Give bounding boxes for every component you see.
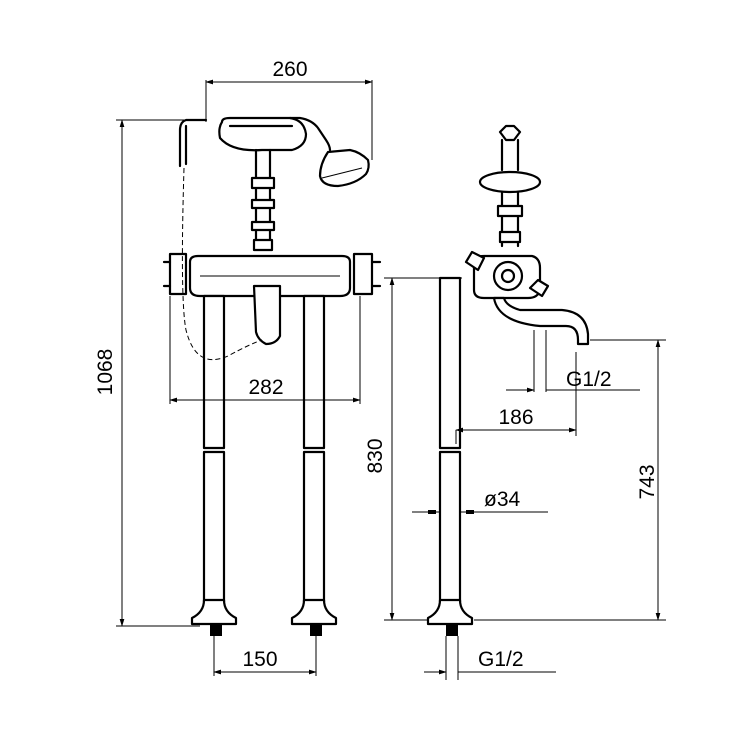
dim-spout-reach: 186 <box>498 406 533 429</box>
dim-leg-spacing: 150 <box>242 648 277 671</box>
dim-spout-height: 743 <box>636 464 659 499</box>
side-view: 830 186 G1/2 743 ø34 G1/2 <box>364 124 666 680</box>
dim-floor-height: 830 <box>364 438 387 473</box>
dim-handle-span: 282 <box>248 376 283 399</box>
front-view: 260 1068 282 150 <box>94 58 382 676</box>
dim-spout-connection: G1/2 <box>566 368 612 391</box>
dim-floor-connection: G1/2 <box>478 648 524 671</box>
dim-total-height: 1068 <box>94 349 117 396</box>
dim-head-width: 260 <box>272 58 307 81</box>
dim-leg-diameter: ø34 <box>484 488 521 511</box>
